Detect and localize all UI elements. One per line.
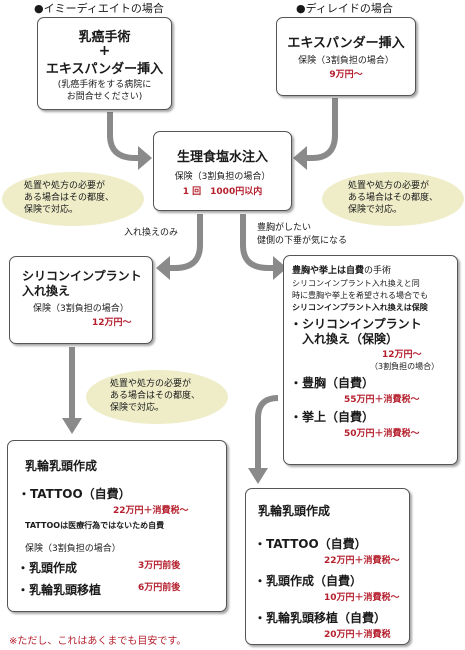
note-left: 処置や処方の必要が ある場合はその都度、 保険で対応。: [2, 172, 144, 226]
box-silicone: シリコンインプラント 入れ換え 保険（3割負担の場合） 12万円～: [9, 256, 153, 344]
nipple-left-tattoo-price: 22万円＋消費税～: [113, 506, 189, 516]
silicone-price: 12万円～: [92, 318, 132, 328]
saline-price: 1 回 1000円以内: [182, 187, 263, 197]
note-right-line2: ある場合はその都度、: [348, 193, 439, 203]
arrow-delayed-to-saline: [305, 98, 338, 161]
box-delayed: エキスパンダー挿入 保険（3割負担の場合） 9万円～: [276, 17, 416, 96]
note-right-line3: 保険で対応。: [348, 205, 403, 215]
nipple-right-item2: ・乳輪乳頭移植（自費）: [254, 611, 387, 625]
nipple-right-tattoo: ・TATTOO（自費）: [254, 537, 367, 551]
nipple-left-item1: ・乳頭作成: [17, 561, 78, 575]
delayed-price: 9万円～: [329, 70, 363, 80]
note-left-line2: ある場合はその都度、: [24, 193, 115, 203]
augment-item3-price: 50万円＋消費税～: [344, 429, 420, 439]
note-right: 処置や処方の必要が ある場合はその都度、 保険で対応。: [322, 172, 464, 226]
augment-item1-note: （3割負担の場合）: [370, 362, 440, 371]
augment-item3: ・挙上（自費）: [290, 410, 375, 424]
augment-item1-b: 入れ換え（保険）: [302, 332, 399, 346]
nipple-right-item2-price: 20万円＋消費税: [324, 630, 391, 640]
branch-label-left: 入れ換えのみ: [124, 228, 179, 238]
immediate-line2: エキスパンダー挿入: [45, 62, 164, 77]
branch-label-right1: 豊胸がしたい: [257, 223, 312, 233]
note-middle-line2: ある場合はその都度、: [110, 391, 201, 401]
silicone-title1: シリコンインプラント: [22, 269, 142, 283]
nipple-right-item1-price: 10万円＋消費税～: [324, 593, 400, 603]
arrowhead-2: [293, 146, 307, 170]
nipple-left-item2-price: 6万円前後: [138, 583, 181, 593]
nipple-right-tattoo-price: 22万円＋消費税～: [324, 556, 400, 566]
nipple-left-row1: ・乳頭作成 3万円前後: [8, 557, 226, 575]
note-left-line3: 保険で対応。: [24, 205, 79, 215]
box-immediate: 乳癌手術 + エキスパンダー挿入 (乳癌手術をする病院に お問合せください): [37, 17, 172, 110]
arrow-immediate-to-saline: [107, 112, 140, 161]
note-middle-line1: 処置や処方の必要が: [110, 379, 192, 389]
immediate-note1: (乳癌手術をする病院に: [57, 80, 152, 90]
augment-item2-price: 55万円＋消費税～: [344, 395, 420, 405]
note-middle-line3: 保険で対応。: [110, 403, 165, 413]
arrowhead-5: [62, 418, 82, 434]
nipple-left-tattoo: ・TATTOO（自費）: [18, 487, 131, 501]
box-nipple-right: 乳輪乳頭作成 ・TATTOO（自費） 22万円＋消費税～ ・乳頭作成（自費） 1…: [245, 488, 410, 645]
note-right-line1: 処置や処方の必要が: [348, 181, 430, 191]
nipple-left-insurance: 保険（3割負担の場合）: [25, 544, 121, 554]
augment-heading: 豊胸や挙上は自費の手術: [292, 265, 457, 278]
delayed-title: エキスパンダー挿入: [287, 36, 405, 51]
arrowhead-3: [156, 256, 170, 280]
header-immediate: ●イミーディエイトの場合: [34, 2, 164, 15]
augment-item1-price: 12万円～: [382, 350, 422, 360]
header-delayed: ●ディレイドの場合: [296, 2, 393, 15]
nipple-left-row2: ・乳輪乳頭移植 6万円前後: [8, 579, 226, 597]
box-augment: 豊胸や挙上は自費の手術 シリコンインプラント入れ換えと同 時に豊胸や挙上を希望さ…: [283, 255, 458, 465]
nipple-left-item1-price: 3万円前後: [138, 561, 181, 571]
arrowhead-6: [248, 468, 268, 484]
branch-label-right2: 健側の下垂が気になる: [257, 236, 348, 246]
delayed-insurance: 保険（3割負担の場合）: [298, 56, 394, 66]
footer-note: ※ただし、これはあくまでも目安です。: [9, 636, 187, 647]
augment-desc2: 時に豊胸や挙上を希望される場合でも: [292, 291, 428, 300]
augment-item2: ・豊胸（自費）: [290, 376, 375, 390]
silicone-insurance: 保険（3割負担の場合）: [33, 304, 129, 314]
nipple-right-item1: ・乳頭作成（自費）: [254, 574, 363, 588]
augment-heading-b: の手術: [364, 266, 392, 276]
note-middle: 処置や処方の必要が ある場合はその都度、 保険で対応。: [86, 370, 228, 424]
arrowhead-1: [138, 146, 152, 170]
nipple-right-title: 乳輪乳頭作成: [258, 504, 331, 518]
immediate-plus: +: [98, 43, 111, 59]
nipple-left-title: 乳輪乳頭作成: [25, 459, 98, 473]
arrow-saline-to-silicone: [168, 214, 203, 271]
note-left-line1: 処置や処方の必要が: [24, 181, 106, 191]
nipple-left-item2: ・乳輪乳頭移植: [17, 583, 102, 597]
saline-insurance: 保険（3割負担の場合）: [174, 172, 271, 182]
augment-heading-a: 豊胸や挙上は自費: [292, 266, 365, 276]
saline-title: 生理食塩水注入: [176, 150, 268, 165]
augment-desc3: シリコンインプラント入れ換えは保険: [292, 303, 428, 312]
arrow-augment-to-nipple: [255, 395, 279, 470]
silicone-title2: 入れ換え: [22, 284, 71, 298]
box-nipple-left: 乳輪乳頭作成 ・TATTOO（自費） 22万円＋消費税～ TATTOOは医療行為…: [7, 440, 227, 612]
immediate-line1: 乳癌手術: [78, 30, 131, 45]
arrow-saline-to-augment: [240, 214, 275, 271]
immediate-note2: お問合せください): [66, 92, 143, 102]
augment-item1-a: ・シリコンインプラント: [290, 317, 422, 331]
augment-desc1: シリコンインプラント入れ換えと同: [292, 279, 420, 288]
arrowhead-4: [273, 256, 287, 280]
nipple-left-tattoo-note: TATTOOは医療行為ではないため自費: [25, 521, 165, 530]
box-saline: 生理食塩水注入 保険（3割負担の場合） 1 回 1000円以内: [153, 131, 292, 211]
